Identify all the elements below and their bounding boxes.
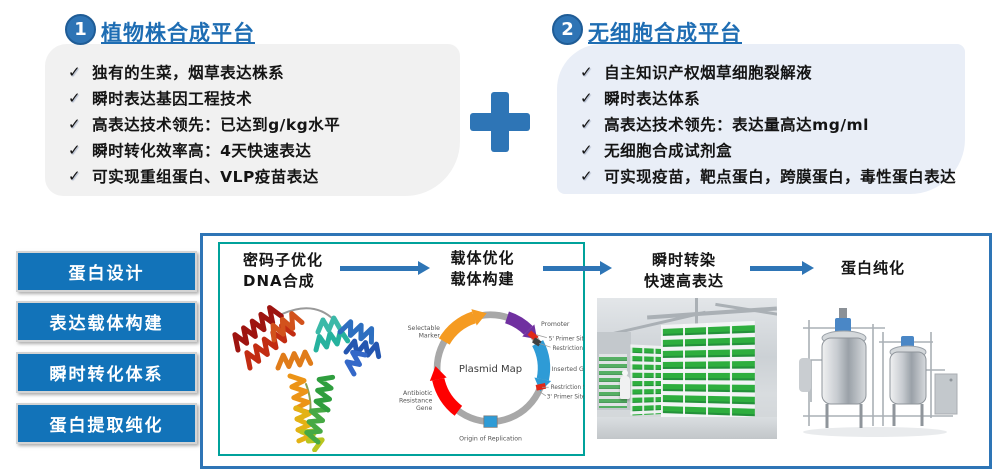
plasmid-label: Selectable — [408, 325, 441, 332]
list-item-text: 高表达技术领先：表达量高达mg/ml — [604, 116, 869, 134]
workflow-step-label-3: 瞬时转染 快速高表达 — [620, 250, 748, 292]
list-item-text: 高表达技术领先：已达到g/kg水平 — [92, 116, 341, 134]
plus-icon — [470, 92, 530, 152]
plasmid-label: Gene — [416, 405, 433, 412]
flow-arrow-icon — [543, 261, 612, 275]
greenhouse-photo — [597, 298, 777, 439]
platform1-panel: ✓ 独有的生菜，烟草表达株系 ✓ 瞬时表达基因工程技术 ✓ 高表达技术领先：已达到g/… — [45, 44, 460, 196]
sidebar-item-protein-design: 蛋白设计 — [16, 251, 197, 292]
list-item-text: 独有的生菜，烟草表达株系 — [92, 64, 285, 82]
check-icon: ✓ — [580, 167, 594, 185]
plasmid-map-image: Plasmid Map Selectable Marker Promoter 5… — [399, 309, 584, 443]
list-item: ✓ 自主知识产权烟草细胞裂解液 — [557, 59, 965, 85]
list-item: ✓ 可实现重组蛋白、VLP疫苗表达 — [45, 163, 460, 189]
plasmid-label: Restriction Site — [551, 385, 584, 391]
platform1-title: 植物株合成平台 — [101, 21, 255, 45]
workflow-inner-frame — [218, 242, 585, 456]
check-icon: ✓ — [68, 63, 82, 81]
check-icon: ✓ — [68, 89, 82, 107]
sidebar-item-protein-purification: 蛋白提取纯化 — [16, 403, 197, 444]
check-icon: ✓ — [68, 167, 82, 185]
list-item: ✓ 高表达技术领先：已达到g/kg水平 — [45, 111, 460, 137]
workflow-step-label-1: 密码子优化 DNA合成 — [243, 250, 323, 292]
check-icon: ✓ — [68, 141, 82, 159]
list-item-text: 瞬时表达体系 — [604, 90, 701, 108]
step-line: 快速高表达 — [643, 272, 724, 290]
platform2-title: 无细胞合成平台 — [588, 21, 742, 45]
check-icon: ✓ — [68, 115, 82, 133]
plasmid-label: Resistance — [399, 398, 433, 405]
protein-structure-image — [232, 305, 382, 452]
platform2-number-badge: 2 — [552, 14, 583, 45]
plasmid-label: Marker — [419, 333, 441, 340]
flow-arrow-icon — [750, 261, 814, 275]
list-item: ✓ 高表达技术领先：表达量高达mg/ml — [557, 111, 965, 137]
list-item: ✓ 瞬时表达基因工程技术 — [45, 85, 460, 111]
workflow-step-label-2: 载体优化 载体构建 — [420, 248, 545, 290]
list-item-text: 瞬时表达基因工程技术 — [92, 90, 253, 108]
list-item-text: 瞬时转化效率高：4天快速表达 — [92, 142, 312, 160]
step-line: 载体构建 — [450, 270, 515, 288]
list-item-text: 可实现疫苗，靶点蛋白，跨膜蛋白，毒性蛋白表达 — [604, 168, 957, 186]
check-icon: ✓ — [580, 141, 594, 159]
sidebar-item-label: 蛋白设计 — [68, 264, 145, 284]
step-line: 瞬时转染 — [651, 251, 716, 269]
step-line: 载体优化 — [450, 249, 515, 267]
list-item: ✓ 无细胞合成试剂盒 — [557, 137, 965, 163]
list-item-text: 自主知识产权烟草细胞裂解液 — [604, 64, 813, 82]
list-item: ✓ 可实现疫苗，靶点蛋白，跨膜蛋白，毒性蛋白表达 — [557, 163, 965, 189]
sidebar-item-transient-transformation: 瞬时转化体系 — [16, 352, 197, 393]
sidebar-item-vector-construction: 表达载体构建 — [16, 301, 197, 342]
plasmid-center-label: Plasmid Map — [459, 364, 522, 375]
plasmid-label: Restriction Site — [553, 346, 584, 352]
plasmid-label: Origin of Replication — [459, 436, 522, 443]
list-item-text: 可实现重组蛋白、VLP疫苗表达 — [92, 168, 319, 186]
workflow-step-label-4: 蛋白纯化 — [818, 258, 928, 279]
sidebar-item-label: 瞬时转化体系 — [49, 365, 164, 385]
step-line: 蛋白纯化 — [840, 259, 905, 277]
check-icon: ✓ — [580, 89, 594, 107]
plasmid-label: 3' Primer Site — [547, 395, 584, 401]
bioreactor-photo — [799, 308, 958, 437]
list-item-text: 无细胞合成试剂盒 — [604, 142, 733, 160]
platform1-number-badge: 1 — [65, 14, 96, 45]
flow-arrow-icon — [340, 261, 430, 275]
platform2-feature-list: ✓ 自主知识产权烟草细胞裂解液 ✓ 瞬时表达体系 ✓ 高表达技术领先：表达量高达mg/… — [557, 59, 965, 189]
list-item: ✓ 瞬时转化效率高：4天快速表达 — [45, 137, 460, 163]
sidebar-item-label: 蛋白提取纯化 — [49, 416, 164, 436]
plasmid-label: Promoter — [541, 321, 570, 328]
list-item: ✓ 独有的生菜，烟草表达株系 — [45, 59, 460, 85]
list-item: ✓ 瞬时表达体系 — [557, 85, 965, 111]
plasmid-label: Antibiotic — [403, 390, 433, 397]
plasmid-label: 5' Primer Site — [549, 337, 584, 343]
worker-figure — [622, 370, 628, 376]
plasmid-label: Inserted Gene — [552, 366, 584, 373]
check-icon: ✓ — [580, 115, 594, 133]
platform1-feature-list: ✓ 独有的生菜，烟草表达株系 ✓ 瞬时表达基因工程技术 ✓ 高表达技术领先：已达到g/… — [45, 59, 460, 189]
platform2-panel: ✓ 自主知识产权烟草细胞裂解液 ✓ 瞬时表达体系 ✓ 高表达技术领先：表达量高达mg/… — [557, 44, 965, 194]
step-line: 密码子优化 — [243, 251, 324, 269]
step-line: DNA合成 — [243, 272, 315, 290]
check-icon: ✓ — [580, 63, 594, 81]
sidebar-item-label: 表达载体构建 — [49, 314, 164, 334]
